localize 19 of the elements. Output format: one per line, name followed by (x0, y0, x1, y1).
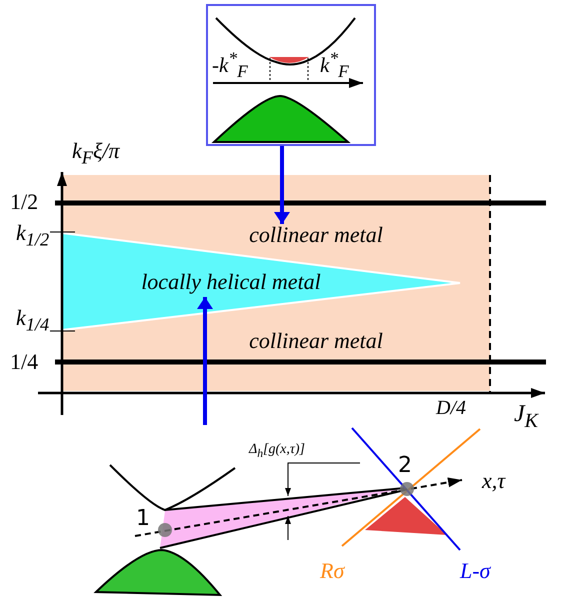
region-label: collinear metal (228, 224, 404, 248)
axis-label: k$_{F}$ξ/π (72, 140, 120, 167)
tick-label: 1/4 (10, 351, 38, 373)
tick-label: D/4 (436, 398, 466, 418)
arrow (274, 146, 290, 224)
band-inset (206, 4, 376, 146)
branch-label: L-σ (460, 560, 490, 582)
tick-label: k$_{1/4}$ (16, 307, 50, 334)
region-label: locally helical metal (96, 271, 366, 297)
branch-label: Rσ (320, 560, 344, 582)
arrow (197, 297, 213, 425)
axis-label: x,τ (482, 470, 506, 492)
point-label: 1 (136, 508, 150, 530)
axis-label: J$_{K}$ (514, 402, 538, 431)
region-label: collinear metal (228, 330, 404, 354)
tick-label: 1/2 (10, 191, 38, 213)
gap-label: Δ$_{h}$[g(x,τ)] (249, 443, 305, 460)
tick-label: k$_{1/2}$ (16, 222, 50, 249)
point-label: 2 (398, 455, 412, 477)
